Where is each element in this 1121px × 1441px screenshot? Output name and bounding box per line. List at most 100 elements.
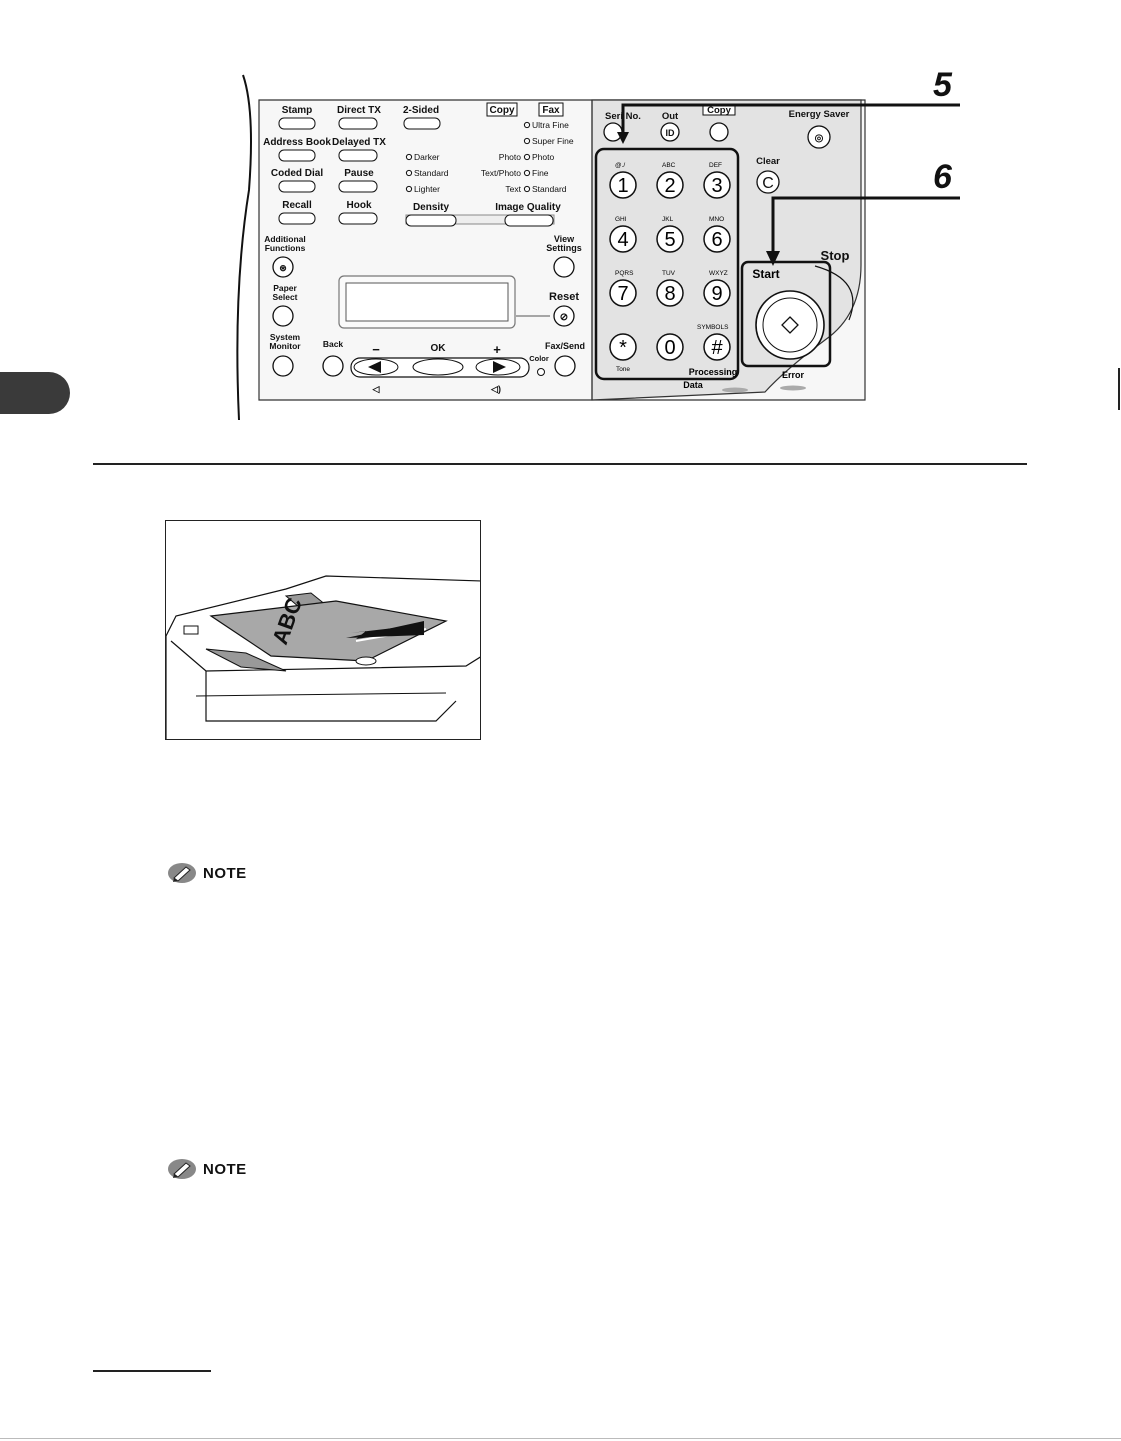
address-book-button[interactable]	[278, 149, 316, 162]
start-label: Start	[752, 267, 779, 281]
address-book-label: Address Book	[263, 137, 331, 148]
svg-text:Functions: Functions	[265, 243, 306, 253]
svg-text:View: View	[554, 234, 575, 244]
delayed-tx-button[interactable]	[338, 149, 378, 162]
id-icon: ID	[666, 128, 676, 138]
svg-text:WXYZ: WXYZ	[709, 270, 728, 277]
additional-functions-button[interactable]	[272, 256, 294, 278]
image-quality-label: Image Quality	[495, 202, 561, 213]
keypad-key-0[interactable]: 0	[656, 333, 684, 361]
reset-label: Reset	[549, 291, 579, 303]
clear-key-glyph: C	[762, 175, 774, 192]
log-in-out-button[interactable]	[660, 122, 680, 142]
hook-button[interactable]	[338, 212, 378, 225]
back-button[interactable]	[322, 355, 344, 377]
step-number-6: 6	[933, 158, 952, 196]
svg-text:0: 0	[664, 337, 675, 359]
section-divider	[93, 463, 1027, 465]
keypad-key-hash[interactable]: #SYMBOLS	[697, 324, 731, 361]
image-quality-button[interactable]	[504, 214, 554, 227]
svg-text:6: 6	[711, 229, 722, 251]
data-label: Data	[683, 380, 704, 390]
svg-text:PQRS: PQRS	[615, 270, 634, 277]
left-arrow-icon	[368, 361, 381, 373]
copy-text-option: Text	[505, 184, 521, 194]
view-settings-button[interactable]	[553, 256, 575, 278]
processing-label: Processing	[689, 367, 738, 377]
density-lighter: Lighter	[414, 184, 440, 194]
ultra-fine-option: Ultra Fine	[532, 120, 569, 130]
svg-text:Additional: Additional	[264, 234, 306, 244]
super-fine-option: Super Fine	[532, 136, 574, 146]
start-button[interactable]	[755, 290, 825, 360]
error-label: Error	[782, 370, 805, 380]
keypad-key-7[interactable]: 7 PQRS	[609, 270, 637, 307]
density-darker: Darker	[414, 152, 440, 162]
reset-button[interactable]	[553, 305, 575, 327]
ok-button[interactable]	[412, 358, 464, 376]
direct-tx-button[interactable]	[338, 117, 378, 130]
minus-label: −	[372, 342, 380, 357]
lcd-display	[345, 282, 509, 322]
svg-text:Select: Select	[272, 292, 297, 302]
svg-text:Fax: Fax	[542, 105, 560, 116]
quality-block: Copy Fax Ultra Fine Super Fine Photo Pho…	[405, 102, 574, 227]
start-highlight	[740, 260, 832, 368]
pause-button[interactable]	[338, 180, 378, 193]
copy-key[interactable]	[709, 122, 729, 142]
svg-text:Copy: Copy	[490, 105, 515, 116]
note-heading-2: NOTE	[167, 1158, 247, 1180]
start-icon	[781, 316, 799, 334]
panel-edge	[236, 74, 252, 421]
stamp-button[interactable]	[278, 117, 316, 130]
fax-send-label: Fax/Send	[545, 341, 585, 351]
svg-text:ABC: ABC	[662, 162, 676, 169]
svg-text:Paper: Paper	[273, 283, 297, 293]
svg-text:Copy: Copy	[707, 105, 731, 116]
paper-select-button[interactable]	[272, 305, 294, 327]
energy-saver-button[interactable]	[807, 125, 831, 149]
chapter-tab	[0, 372, 70, 414]
svg-text:7: 7	[617, 283, 628, 305]
callout-arrow-6	[771, 196, 960, 252]
svg-text:SYMBOLS: SYMBOLS	[697, 324, 729, 331]
color-label: Color	[529, 354, 549, 363]
fax-send-button[interactable]	[554, 355, 576, 377]
callout-arrows	[621, 103, 960, 252]
svg-text:TUV: TUV	[662, 270, 676, 277]
recall-button[interactable]	[278, 212, 316, 225]
back-label: Back	[323, 339, 344, 349]
two-sided-button[interactable]	[403, 117, 441, 130]
system-monitor-button[interactable]	[272, 355, 294, 377]
stop-label: Stop	[821, 248, 850, 263]
pause-label: Pause	[344, 168, 374, 179]
stop-button[interactable]	[814, 265, 854, 321]
recall-label: Recall	[282, 200, 312, 211]
copy-text-photo-option: Text/Photo	[481, 168, 521, 178]
page-bottom-rule	[0, 1438, 1121, 1439]
svg-text:System: System	[270, 332, 301, 342]
density-button[interactable]	[405, 214, 457, 227]
color-indicator	[537, 368, 545, 376]
clear-label: Clear	[756, 156, 780, 167]
keypad-key-1[interactable]: 1@./	[609, 162, 637, 199]
fax-photo-option: Photo	[532, 152, 554, 162]
step-number-5: 5	[933, 66, 952, 104]
callout-arrow-5	[621, 103, 960, 132]
svg-text:DEF: DEF	[709, 162, 722, 169]
page-edge-mark	[1118, 368, 1120, 410]
svg-text:GHI: GHI	[615, 216, 627, 223]
coded-dial-button[interactable]	[278, 180, 316, 193]
volume-down-icon: ◁	[372, 384, 381, 394]
copy-badge	[486, 102, 518, 117]
pencil-icon	[168, 863, 196, 883]
keypad-key-star[interactable]: *Tone	[609, 333, 637, 373]
clear-button[interactable]	[756, 170, 780, 194]
